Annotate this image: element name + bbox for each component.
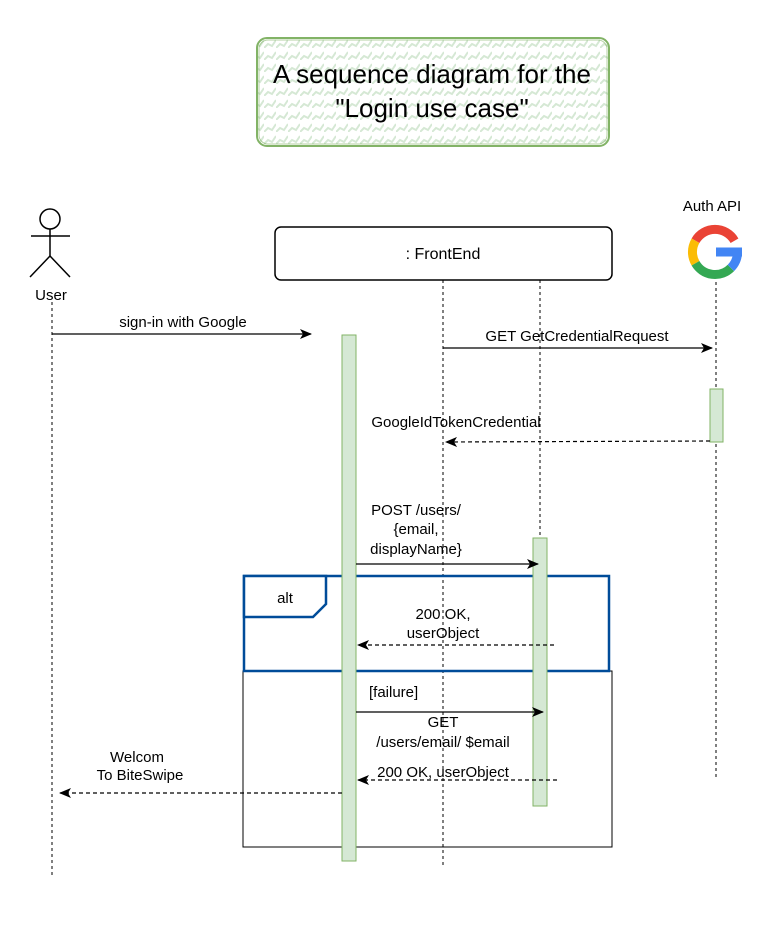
alt-fragment (242, 574, 611, 673)
post-users-label-line3: displayName} (370, 541, 462, 558)
title-line-1: A sequence diagram for the (273, 59, 591, 89)
title-box: A sequence diagram for the "Login use ca… (256, 37, 610, 147)
auth-api-activation (709, 388, 724, 443)
failure-guard: [failure] (369, 684, 418, 701)
welcome-label-line2: To BiteSwipe (97, 767, 184, 784)
alt-label: alt (277, 590, 294, 607)
user-label: User (35, 287, 67, 304)
id-token-label: GoogleIdTokenCredential (371, 414, 540, 431)
id-token-arrow (445, 436, 711, 447)
sign-in-label: sign-in with Google (119, 314, 247, 331)
alt-tab (242, 574, 328, 619)
post-users-label-line1: POST /users/ (371, 502, 462, 519)
get-email-label-line2: /users/email/ $email (376, 734, 509, 751)
get-email-label-line1: GET (428, 714, 459, 731)
ok-response-label-line2: userObject (407, 625, 480, 642)
welcome-label-line1: Welcom (110, 749, 164, 766)
frontend-participant-box (274, 226, 613, 281)
get-credential-label: GET GetCredentialRequest (485, 328, 669, 345)
auth-api-label: Auth API (683, 198, 741, 215)
title-line-2: "Login use case" (335, 93, 528, 123)
user-object-label: 200 OK, userObject (377, 764, 510, 781)
backend-activation (532, 537, 548, 807)
post-users-label-line2: {email, (393, 521, 438, 538)
frontend-activation (341, 334, 357, 862)
google-logo-icon (687, 224, 742, 279)
frontend-label: : FrontEnd (406, 246, 481, 263)
ok-response-label-line1: 200 OK, (415, 606, 470, 623)
user-actor-icon (29, 208, 71, 278)
failure-fragment (242, 670, 613, 848)
